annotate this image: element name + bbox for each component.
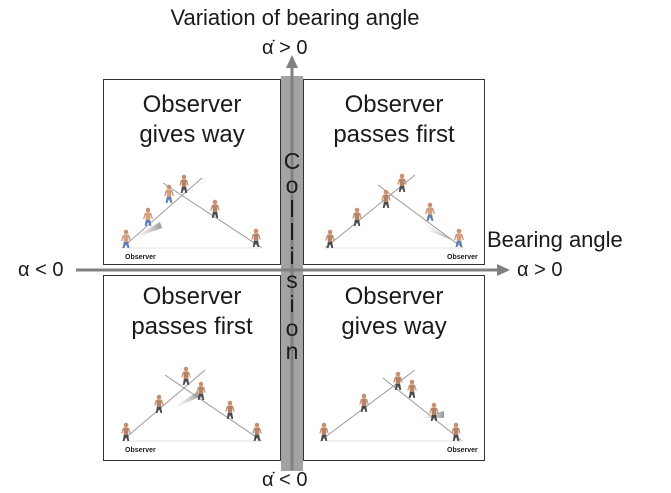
y-axis-top-label: α̇ > 0	[262, 37, 308, 59]
x-axis-left-label: α < 0	[18, 259, 64, 281]
quadrant-box-bottom-left	[103, 275, 281, 461]
quadrant-top-right-observer-label: Observer	[447, 254, 478, 261]
y-axis-arrowhead	[286, 55, 298, 68]
diagram-title: Variation of bearing angle	[170, 5, 420, 30]
scene-bottom-right	[319, 369, 463, 442]
x-axis-arrowhead	[497, 264, 510, 276]
collision-label: C o l l i s i o n	[283, 148, 301, 365]
quadrant-bottom-left-observer-label: Observer	[125, 447, 156, 454]
quadrant-bottom-right-observer-label: Observer	[447, 447, 478, 454]
scene-top-left	[120, 174, 263, 249]
quadrant-bottom-left-title: Observer passes first	[131, 283, 253, 340]
y-axis-bottom-label: α̇ < 0	[262, 469, 308, 491]
quadrant-box-top-right	[303, 79, 485, 265]
quadrant-top-left-observer-label: Observer	[125, 254, 156, 261]
quadrant-top-left-title: Observer gives way	[139, 91, 245, 148]
x-axis-title: Bearing angle	[487, 227, 623, 252]
quadrant-top-right-title: Observer passes first	[333, 91, 455, 148]
quadrant-bottom-right-title: Observer gives way	[341, 283, 447, 340]
quadrant-box-top-left	[103, 79, 281, 265]
scene-top-right	[324, 173, 464, 249]
scene-bottom-left	[121, 366, 263, 442]
x-axis-right-label: α > 0	[517, 259, 563, 281]
